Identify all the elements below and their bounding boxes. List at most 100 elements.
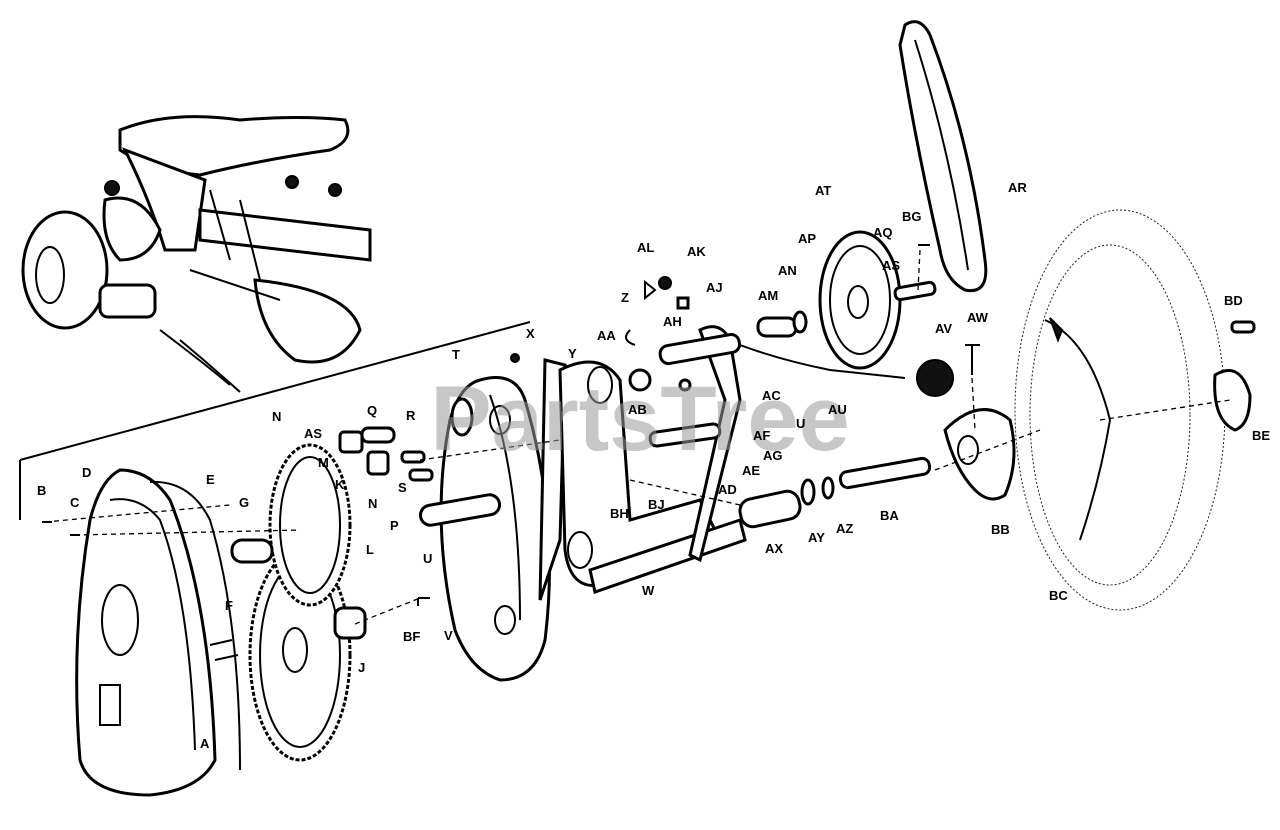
label-W: W [642, 583, 655, 598]
roller-aa [628, 368, 652, 392]
label-A: A [200, 736, 210, 751]
label-BE: BE [1252, 428, 1270, 443]
label-BA: BA [880, 508, 899, 523]
label-AM: AM [758, 288, 778, 303]
nut-ak [658, 276, 672, 290]
label-U2: U [796, 416, 805, 431]
label-B: B [37, 483, 46, 498]
alignment-lines [44, 249, 1231, 625]
washer-an [792, 310, 808, 334]
cover-plate [75, 468, 241, 797]
nut-ab [678, 378, 692, 392]
label-Z: Z [621, 290, 629, 305]
shaft-am [756, 316, 798, 338]
label-AG: AG [763, 448, 783, 463]
washer-az [821, 476, 835, 500]
part-labels: A B C D E F G J K L M N N P Q R S T U U … [37, 180, 1270, 751]
washer-ay [800, 478, 816, 506]
label-T: T [452, 347, 460, 362]
label-E: E [206, 472, 215, 487]
sprocket-as [338, 430, 364, 454]
label-U: U [423, 551, 432, 566]
label-AF: AF [753, 428, 770, 443]
label-AQ: AQ [873, 225, 893, 240]
guide-y [538, 358, 567, 601]
label-AJ: AJ [706, 280, 723, 295]
gear-p [366, 450, 390, 476]
label-S: S [398, 480, 407, 495]
frame-line-top [19, 321, 531, 461]
label-BH: BH [610, 506, 629, 521]
bolt-r [400, 450, 426, 464]
label-AC: AC [762, 388, 781, 403]
label-AN: AN [778, 263, 797, 278]
label-AZ: AZ [836, 521, 853, 536]
wheel-hub [943, 408, 1016, 501]
spring-z [625, 329, 636, 346]
bolt-bd [1230, 320, 1256, 334]
shaft-u [418, 493, 502, 527]
fitting-aj [676, 296, 690, 310]
label-BD: BD [1224, 293, 1243, 308]
label-BF: BF [403, 629, 420, 644]
label-BG: BG [902, 209, 922, 224]
knob-av [916, 359, 954, 397]
sprocket-t [450, 397, 474, 437]
label-BB: BB [991, 522, 1010, 537]
shaft-ah [658, 332, 742, 366]
label-AD: AD [718, 482, 737, 497]
rod-au [739, 344, 906, 379]
pins-a [209, 639, 239, 661]
label-AP: AP [798, 231, 816, 246]
spacer-ax [738, 489, 802, 529]
label-K: K [335, 477, 345, 492]
label-BJ: BJ [648, 497, 665, 512]
label-AS2: AS [882, 258, 900, 273]
idler-gear [268, 443, 352, 607]
watermark: PartsTree [430, 368, 849, 470]
label-AL: AL [637, 240, 654, 255]
label-AB: AB [628, 402, 647, 417]
label-G: G [239, 495, 249, 510]
rear-wheel [1014, 209, 1226, 611]
pin-q [360, 426, 396, 444]
pulley [818, 230, 902, 370]
clip-al [644, 279, 657, 301]
label-AA: AA [597, 328, 616, 343]
label-Q: Q [367, 403, 377, 418]
label-L: L [366, 542, 374, 557]
lever-ad [688, 325, 742, 563]
label-M: M [318, 455, 329, 470]
label-N: N [272, 409, 281, 424]
bolt-s [408, 468, 434, 482]
drive-belt [898, 20, 988, 293]
pin-as-right [893, 280, 937, 302]
label-AU: AU [828, 402, 847, 417]
label-AK: AK [687, 244, 706, 259]
label-N2: N [368, 496, 377, 511]
label-V: V [444, 628, 453, 643]
cotter-aw [965, 344, 980, 375]
label-F: F [225, 598, 233, 613]
label-AW: AW [967, 310, 989, 325]
label-R: R [406, 408, 416, 423]
label-P: P [390, 518, 399, 533]
label-BC: BC [1049, 588, 1068, 603]
label-AT: AT [815, 183, 831, 198]
main-gear [248, 548, 352, 762]
axle-ba [838, 456, 932, 490]
screw-x [510, 353, 520, 363]
label-X: X [526, 326, 535, 341]
label-AH: AH [663, 314, 682, 329]
label-Y: Y [568, 346, 577, 361]
label-AX: AX [765, 541, 783, 556]
shaft-g [230, 538, 274, 564]
bushing-j [333, 606, 367, 640]
label-C: C [70, 495, 80, 510]
shaft-ae [648, 422, 722, 448]
tractor-overview [21, 115, 372, 393]
label-AE: AE [742, 463, 760, 478]
label-AR: AR [1008, 180, 1027, 195]
